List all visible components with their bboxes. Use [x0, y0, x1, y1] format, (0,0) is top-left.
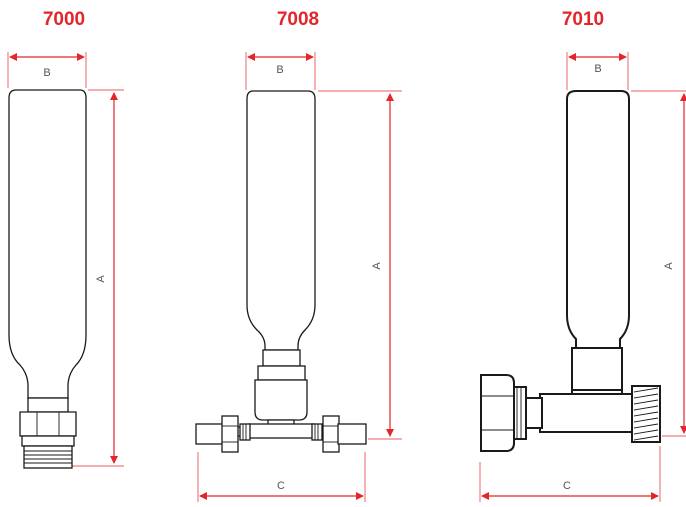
dim-label-a-7000: A	[95, 275, 107, 283]
model-title-7008: 7008	[277, 9, 319, 30]
dimension-b-7008: B	[245, 52, 316, 90]
model-7000: 7000 B A	[7, 9, 124, 469]
dim-label-b-7008: B	[276, 64, 283, 76]
dim-label-b-7000: B	[43, 67, 50, 79]
model-7008: 7008 B A C	[195, 9, 402, 502]
dimension-a-7008: A	[318, 90, 402, 440]
dim-label-a-7010: A	[663, 262, 675, 270]
dim-label-c-7010: C	[563, 480, 571, 492]
model-7010: 7010 B A C	[479, 9, 686, 502]
product-7000	[8, 89, 87, 469]
model-title-7010: 7010	[562, 9, 604, 30]
dimension-a-7000: A	[72, 89, 124, 467]
dim-label-a-7008: A	[371, 262, 383, 270]
dimension-b-7010: B	[566, 52, 629, 90]
dimension-c-7008: C	[197, 452, 366, 502]
dimension-b-7000: B	[7, 52, 87, 88]
dim-label-b-7010: B	[594, 63, 601, 75]
dimension-a-7010: A	[631, 90, 686, 437]
product-7010	[480, 90, 661, 452]
product-7008	[195, 90, 367, 453]
model-title-7000: 7000	[43, 9, 85, 30]
dimension-c-7010: C	[479, 446, 661, 502]
dim-label-c-7008: C	[277, 480, 285, 492]
